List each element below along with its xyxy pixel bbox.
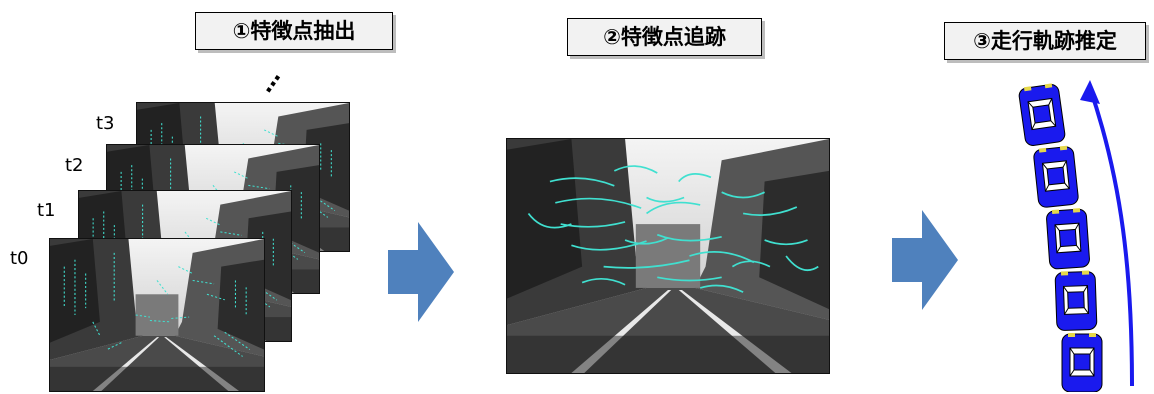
car-icon bbox=[1054, 269, 1098, 332]
frame-t0 bbox=[49, 238, 265, 392]
step1-title: ①特徴点抽出 bbox=[195, 12, 393, 50]
flow-arrow-2 bbox=[892, 210, 958, 310]
step2-title: ②特徴点追跡 bbox=[567, 18, 762, 56]
frame-label-t0: t0 bbox=[10, 248, 29, 269]
car-icon bbox=[1045, 207, 1091, 270]
tracking-image bbox=[506, 138, 830, 374]
step3-title: ③走行軌跡推定 bbox=[944, 22, 1146, 60]
flow-arrow-1 bbox=[388, 222, 454, 322]
frame-label-t2: t2 bbox=[65, 155, 84, 176]
frame-label-t3: t3 bbox=[96, 113, 115, 134]
car-icon bbox=[1032, 144, 1080, 209]
trajectory-diagram bbox=[1017, 80, 1134, 392]
frame-label-t1: t1 bbox=[37, 200, 56, 221]
continuation-dots: … bbox=[252, 63, 288, 98]
car-icon bbox=[1017, 82, 1067, 148]
car-icon bbox=[1061, 332, 1103, 392]
trajectory-arrow bbox=[1088, 87, 1134, 387]
